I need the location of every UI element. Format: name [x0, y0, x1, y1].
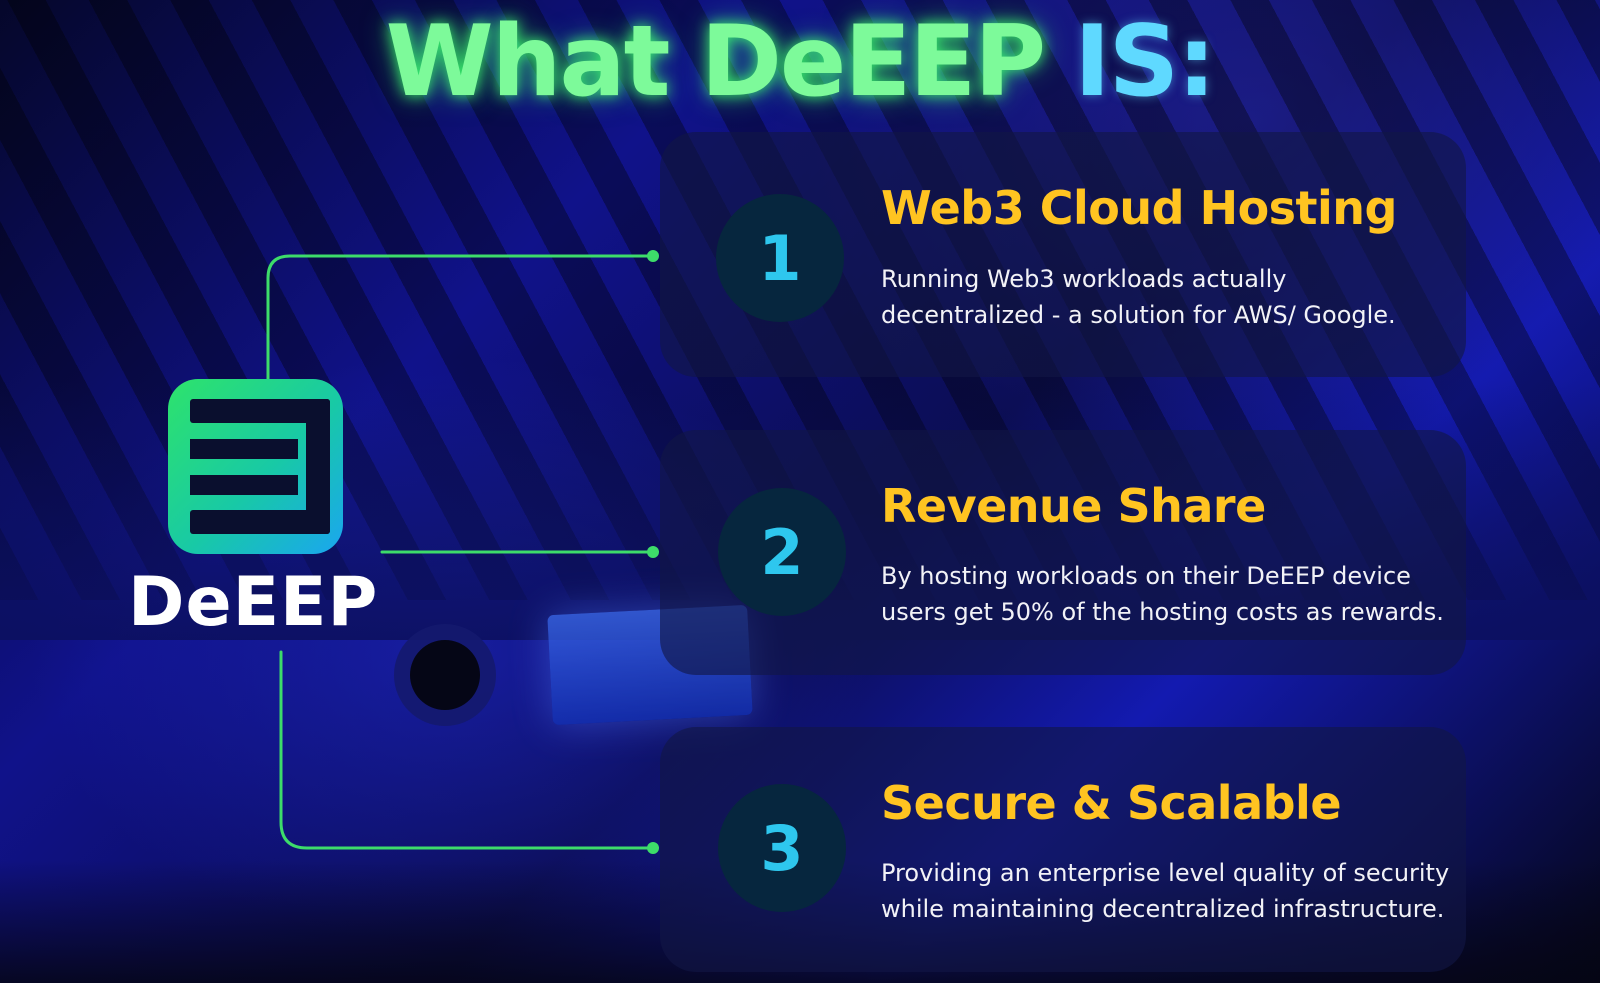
feature-number-2: 2: [718, 488, 846, 616]
feature-text-3: Providing an enterprise level quality of…: [881, 859, 1450, 923]
title-part-1: What DeEEP: [385, 5, 1046, 119]
brand-wordmark: DeEEP: [128, 563, 379, 642]
connector-line-3: [279, 650, 653, 850]
feature-number-1: 1: [716, 194, 844, 322]
connector-line-1: [266, 254, 653, 385]
feature-number-3: 3: [718, 784, 846, 912]
feature-title-1: Web3 Cloud Hosting: [881, 181, 1397, 235]
title-part-2: IS:: [1074, 5, 1216, 119]
audio-jack-graphic: [410, 640, 480, 710]
deeep-logo-icon: [168, 379, 343, 554]
connector-dot-3: [647, 842, 659, 854]
feature-title-3: Secure & Scalable: [881, 776, 1342, 830]
connector-dot-2: [647, 546, 659, 558]
feature-text-2: By hosting workloads on their DeEEP devi…: [881, 562, 1444, 626]
feature-title-2: Revenue Share: [881, 479, 1266, 533]
feature-text-1: Running Web3 workloads actually decentra…: [881, 265, 1396, 329]
connector-dot-1: [647, 250, 659, 262]
